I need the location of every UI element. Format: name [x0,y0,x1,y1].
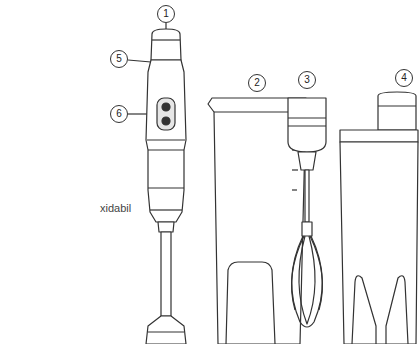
whisk-wires [292,236,323,327]
leader-line [128,60,151,62]
callout-number: 6 [110,105,128,123]
callout-number: 4 [395,69,413,87]
leader-line [165,23,166,29]
callout-number: 5 [110,50,128,68]
blender-shaft [146,222,186,344]
callout-number: 2 [248,74,266,92]
chopper-attachment [340,92,418,344]
blender-motor-unit [146,29,186,222]
whisk-attachment [288,98,326,327]
turbo-button [162,117,170,125]
speed-button [162,103,170,111]
callout-number: 1 [157,5,175,23]
note-text: xidabil [100,202,131,214]
callout-number: 3 [298,71,316,89]
